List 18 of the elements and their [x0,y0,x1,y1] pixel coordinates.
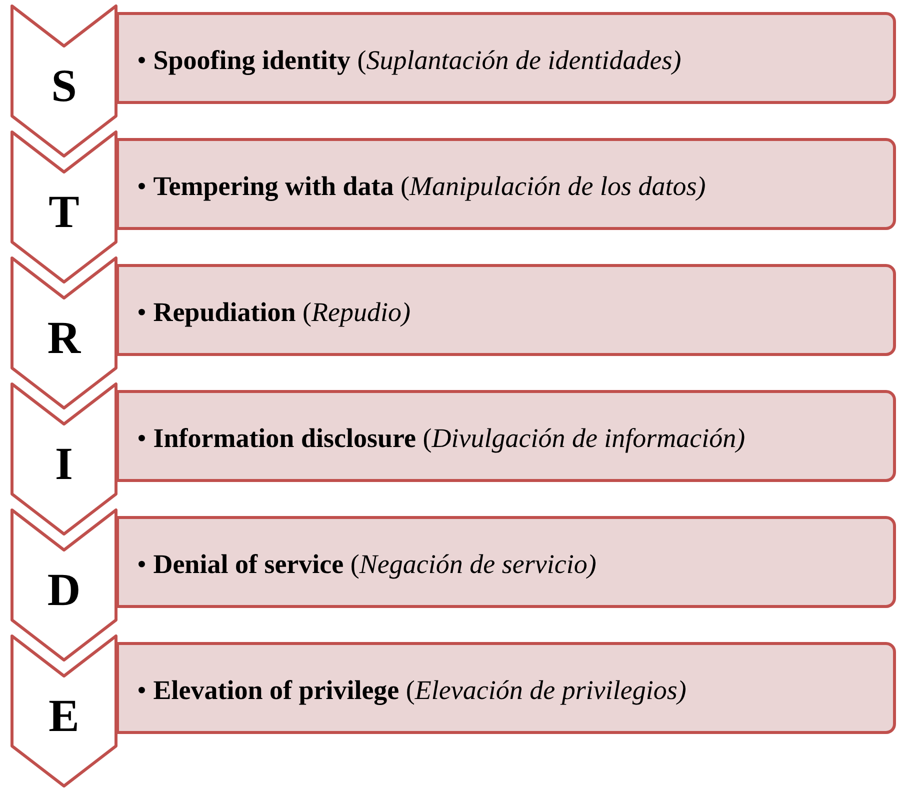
threat-box [116,138,896,230]
threat-description: • Tempering with data (Manipulación de los datos) [137,170,706,203]
threat-box [116,12,896,104]
threat-box [116,390,896,482]
threat-letter: E [48,689,80,743]
threat-letter: S [50,59,78,113]
threat-letter: R [46,311,82,365]
threat-letter: I [54,437,74,491]
threat-box [116,264,896,356]
threat-letter: D [46,563,82,617]
threat-description: • Information disclosure (Divulgación de información) [137,422,746,455]
threat-letter: T [48,185,80,239]
threat-description: • Denial of service (Negación de servicio) [137,548,596,581]
threat-description: • Repudiation (Repudio) [137,296,410,329]
threat-box [116,516,896,608]
threat-box [116,642,896,734]
threat-description: • Spoofing identity (Suplantación de identidades) [137,44,682,77]
threat-description: • Elevation of privilege (Elevación de privilegios) [137,674,686,707]
